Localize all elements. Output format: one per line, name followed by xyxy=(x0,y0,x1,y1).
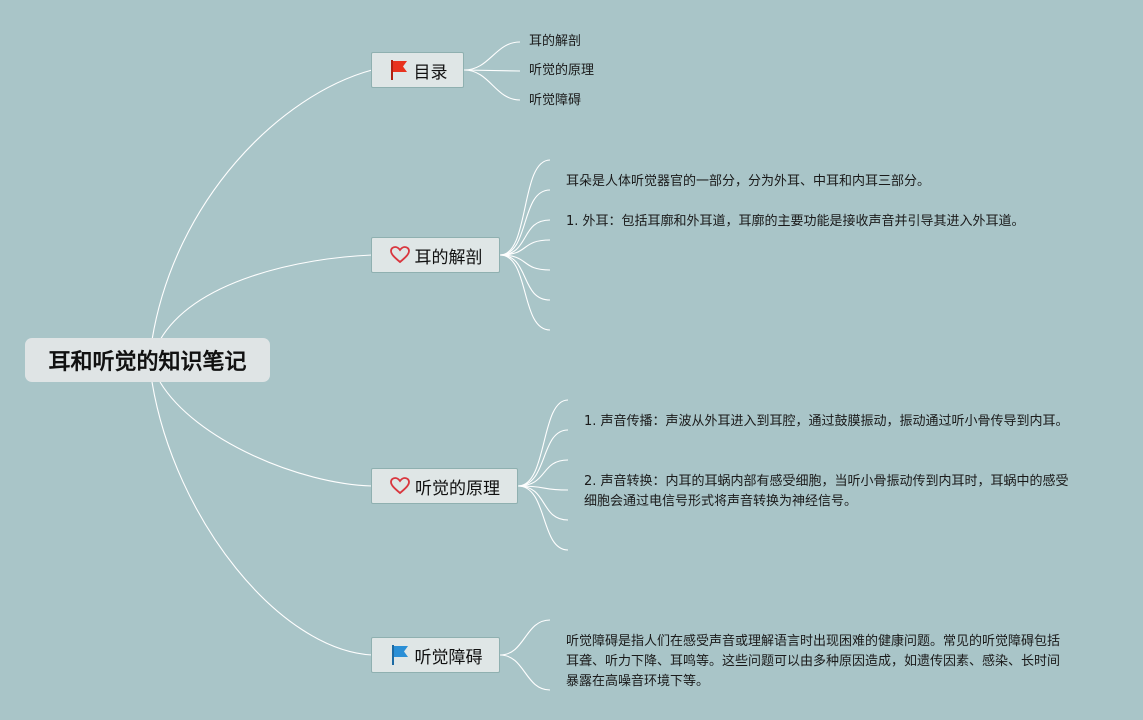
link-root-anatomy xyxy=(159,254,373,341)
link-toc-2 xyxy=(463,69,521,72)
link-disorder-2 xyxy=(499,654,551,691)
link-principle-3 xyxy=(517,459,569,487)
link-anatomy-1 xyxy=(499,159,551,256)
principle-note-1: 1. 声音传播：声波从外耳进入到耳腔，通过鼓膜振动，振动通过听小骨传导到内耳。 xyxy=(584,414,1069,429)
topic-label: 耳的解剖 xyxy=(414,247,483,268)
link-anatomy-5 xyxy=(499,254,551,271)
link-disorder-1 xyxy=(499,619,551,656)
toc-item-anatomy[interactable]: 耳的解剖 xyxy=(529,34,582,49)
heart-icon xyxy=(389,244,411,266)
disorder-note-1: 听觉障碍是指人们在感受声音或理解语言时出现困难的健康问题。常见的听觉障碍包括耳聋… xyxy=(566,634,1061,689)
link-toc-1 xyxy=(463,41,521,71)
topic-principle[interactable]: 听觉的原理 xyxy=(371,468,518,504)
toc-item-principle[interactable]: 听觉的原理 xyxy=(529,63,595,78)
link-anatomy-6 xyxy=(499,254,551,301)
link-principle-4 xyxy=(517,485,569,491)
link-anatomy-2 xyxy=(499,189,551,256)
link-root-principle xyxy=(159,381,373,487)
link-principle-6 xyxy=(517,485,569,551)
topic-label: 听觉的原理 xyxy=(415,478,500,499)
topic-toc[interactable]: 目录 xyxy=(371,52,464,88)
topic-anatomy[interactable]: 耳的解剖 xyxy=(371,237,500,273)
link-principle-2 xyxy=(517,429,569,487)
toc-item-disorder[interactable]: 听觉障碍 xyxy=(529,93,582,108)
link-root-disorder xyxy=(151,381,373,656)
link-anatomy-4 xyxy=(499,239,551,256)
link-root-toc xyxy=(151,69,373,341)
root-topic[interactable]: 耳和听觉的知识笔记 xyxy=(25,338,270,382)
link-anatomy-3 xyxy=(499,219,551,256)
principle-note-2: 2. 声音转换：内耳的耳蜗内部有感受细胞，当听小骨振动传到内耳时，耳蜗中的感受细… xyxy=(584,474,1069,509)
link-principle-5 xyxy=(517,485,569,521)
link-principle-1 xyxy=(517,399,569,487)
topic-label: 目录 xyxy=(413,62,448,83)
link-toc-3 xyxy=(463,69,521,101)
blue-flag-icon xyxy=(389,644,411,666)
root-title: 耳和听觉的知识笔记 xyxy=(48,350,247,375)
anatomy-note-1: 耳朵是人体听觉器官的一部分，分为外耳、中耳和内耳三部分。 xyxy=(566,174,931,189)
topic-label: 听觉障碍 xyxy=(414,647,483,668)
topic-disorder[interactable]: 听觉障碍 xyxy=(371,637,500,673)
anatomy-note-2: 1. 外耳：包括耳廓和外耳道，耳廓的主要功能是接收声音并引导其进入外耳道。 xyxy=(566,214,1025,229)
heart-icon xyxy=(389,475,411,497)
link-anatomy-7 xyxy=(499,254,551,331)
red-flag-icon xyxy=(388,59,410,81)
